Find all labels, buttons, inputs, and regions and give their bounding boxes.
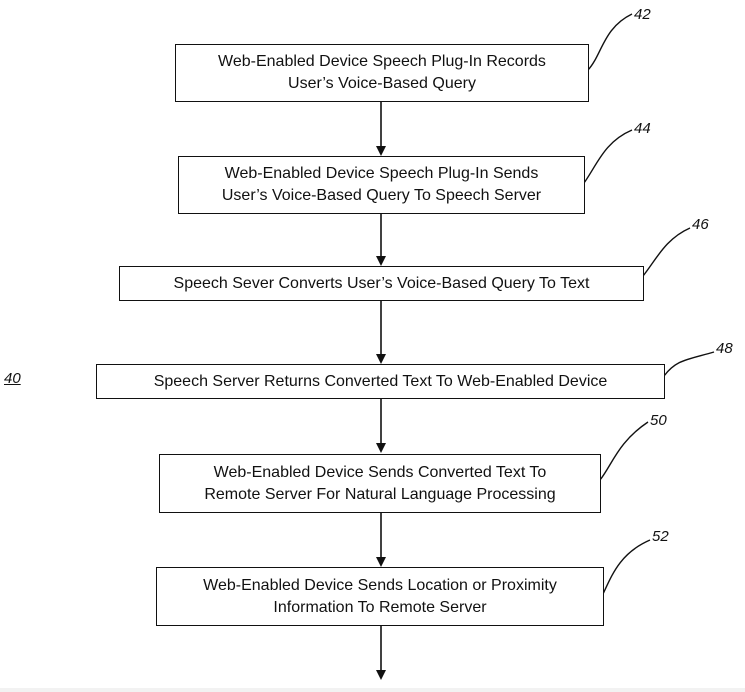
step-box-42: Web-Enabled Device Speech Plug-In Record… — [175, 44, 589, 102]
ref-number-52: 52 — [652, 528, 669, 545]
ref-number-48: 48 — [716, 340, 733, 357]
figure-label: 40 — [4, 370, 21, 387]
ref-leader-48 — [664, 352, 714, 376]
step-text-line: User’s Voice-Based Query To Speech Serve… — [222, 185, 541, 207]
step-box-44: Web-Enabled Device Speech Plug-In Sends … — [178, 156, 585, 214]
ref-leader-52 — [603, 540, 650, 594]
step-box-50: Web-Enabled Device Sends Converted Text … — [159, 454, 601, 513]
ref-leader-50 — [600, 422, 648, 480]
step-box-52: Web-Enabled Device Sends Location or Pro… — [156, 567, 604, 626]
step-text-line: Web-Enabled Device Speech Plug-In Record… — [218, 51, 546, 73]
ref-leader-44 — [584, 130, 632, 183]
step-text-line: User’s Voice-Based Query — [218, 73, 546, 95]
ref-leader-46 — [643, 228, 690, 276]
step-text-line: Information To Remote Server — [203, 597, 557, 619]
step-text-line: Remote Server For Natural Language Proce… — [204, 484, 555, 506]
step-box-46: Speech Sever Converts User’s Voice-Based… — [119, 266, 644, 301]
bottom-edge — [0, 688, 745, 692]
ref-number-46: 46 — [692, 216, 709, 233]
ref-number-50: 50 — [650, 412, 667, 429]
step-text-line: Speech Server Returns Converted Text To … — [154, 371, 608, 393]
step-text-line: Speech Sever Converts User’s Voice-Based… — [174, 273, 590, 295]
step-box-48: Speech Server Returns Converted Text To … — [96, 364, 665, 399]
step-text-line: Web-Enabled Device Sends Location or Pro… — [203, 575, 557, 597]
ref-number-42: 42 — [634, 6, 651, 23]
ref-leader-42 — [588, 14, 632, 70]
step-text-line: Web-Enabled Device Sends Converted Text … — [204, 462, 555, 484]
step-text-line: Web-Enabled Device Speech Plug-In Sends — [222, 163, 541, 185]
ref-number-44: 44 — [634, 120, 651, 137]
